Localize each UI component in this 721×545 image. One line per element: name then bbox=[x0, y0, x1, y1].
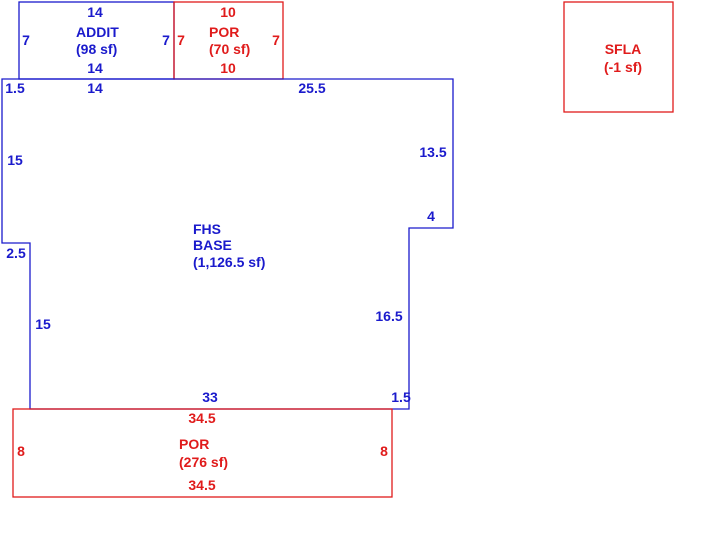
por-bottom-outline bbox=[12, 408, 393, 498]
addit-left-dim: 7 bbox=[22, 32, 30, 48]
por-top-right-dim: 7 bbox=[272, 32, 280, 48]
fhs-dim-bottom: 33 bbox=[202, 389, 218, 405]
fhs-label-line1: FHS bbox=[193, 221, 221, 237]
por-top-top-dim: 10 bbox=[220, 4, 236, 20]
fhs-area-label: (1,126.5 sf) bbox=[193, 254, 265, 270]
addit-area: 14 7 7 ADDIT (98 sf) 14 bbox=[18, 1, 175, 80]
por-bottom-bottom-dim: 34.5 bbox=[188, 477, 215, 493]
fhs-dim-top-left: 14 bbox=[87, 80, 103, 96]
fhs-dim-top-left-step: 1.5 bbox=[5, 80, 25, 96]
fhs-dim-bottom-right-step: 1.5 bbox=[391, 389, 411, 405]
por-top-area-label: (70 sf) bbox=[209, 41, 250, 57]
addit-area-label: (98 sf) bbox=[76, 41, 117, 57]
fhs-dim-left-upper: 15 bbox=[7, 152, 23, 168]
addit-label: ADDIT bbox=[76, 24, 119, 40]
addit-bottom-dim: 14 bbox=[87, 60, 103, 76]
fhs-dim-left-lower: 15 bbox=[35, 316, 51, 332]
sfla-outline bbox=[563, 1, 674, 113]
por-bottom-area-label: (276 sf) bbox=[179, 454, 228, 470]
fhs-base-outline bbox=[1, 78, 454, 410]
por-bottom-top-dim: 34.5 bbox=[188, 410, 215, 426]
sfla-label: SFLA bbox=[605, 41, 642, 57]
fhs-dim-right-step: 4 bbox=[427, 208, 435, 224]
addit-top-dim: 14 bbox=[87, 4, 103, 20]
fhs-base-area: 1.5 14 25.5 15 13.5 4 FHS BASE (1,126.5 … bbox=[1, 78, 454, 410]
por-bottom-area: 34.5 8 8 POR (276 sf) 34.5 bbox=[12, 408, 393, 498]
fhs-dim-right-lower: 16.5 bbox=[375, 308, 402, 324]
por-bottom-left-dim: 8 bbox=[17, 443, 25, 459]
por-bottom-right-dim: 8 bbox=[380, 443, 388, 459]
fhs-dim-top-right: 25.5 bbox=[298, 80, 325, 96]
por-top-label: POR bbox=[209, 24, 239, 40]
addit-right-dim: 7 bbox=[162, 32, 170, 48]
por-top-left-dim: 7 bbox=[177, 32, 185, 48]
sfla-area: SFLA (-1 sf) bbox=[563, 1, 674, 113]
por-top-area: 10 7 7 POR (70 sf) 10 bbox=[173, 1, 284, 80]
sfla-area-label: (-1 sf) bbox=[604, 59, 642, 75]
fhs-label-line2: BASE bbox=[193, 237, 232, 253]
fhs-dim-left-step: 2.5 bbox=[6, 245, 26, 261]
por-bottom-label: POR bbox=[179, 436, 209, 452]
fhs-dim-right-upper: 13.5 bbox=[419, 144, 446, 160]
por-top-bottom-dim: 10 bbox=[220, 60, 236, 76]
